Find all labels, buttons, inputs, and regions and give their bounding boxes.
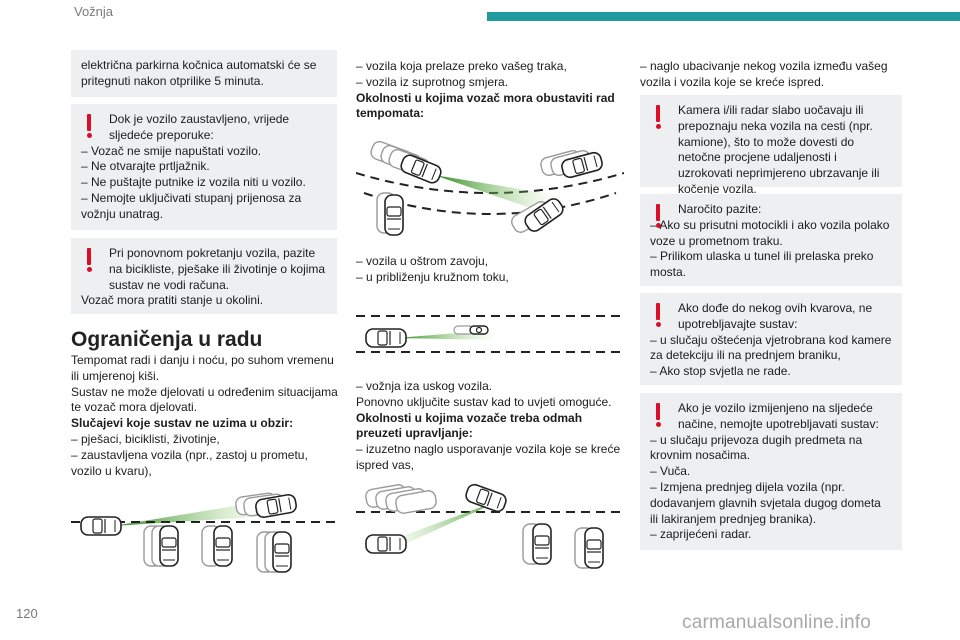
text-block-narrow: – vožnja iza uskog vozila. Ponovno uklju…: [356, 379, 624, 474]
warning-text: Ako dođe do nekog ovih kvarova, ne upotr…: [678, 301, 873, 331]
list-item: – vozila u oštrom zavoju,: [356, 254, 489, 268]
info-box-parking-brake: električna parkirna kočnica automatski ć…: [71, 50, 337, 97]
warning-box-attention: Naročito pazite: – Ako su prisutni motoc…: [640, 194, 902, 286]
warning-line: – u slučaju oštećenja vjetrobrana kod ka…: [650, 332, 892, 363]
text-block-cutin: – naglo ubacivanje nekog vozila između v…: [640, 59, 902, 91]
warning-text: Kamera i/ili radar slabo uočavaju ili pr…: [678, 103, 880, 196]
info-text: električna parkirna kočnica automatski ć…: [81, 58, 317, 88]
warning-box-restart: Pri ponovnom pokretanju vozila, pazite n…: [71, 238, 337, 314]
page-number: 120: [16, 606, 38, 621]
warning-icon: [655, 105, 661, 129]
text-block-crossing: – vozila koja prelaze preko vašeg traka,…: [356, 59, 624, 122]
warning-line: – u slučaju prijevoza dugih predmeta na …: [650, 432, 863, 463]
warning-line: – Prilikom ulaska u tunel ili prelaska p…: [650, 249, 874, 280]
warning-icon: [86, 114, 92, 138]
warning-text: Dok je vozilo zaustavljeno, vrijede slje…: [109, 112, 290, 142]
bold-heading: Okolnosti u kojima vozače treba odmah pr…: [356, 410, 583, 441]
warning-line: – Ako su prisutni motocikli i ako vozila…: [650, 217, 890, 248]
warning-icon: [655, 204, 661, 228]
header-accent-bar: [487, 12, 960, 21]
warning-line: – Vozač ne smije napuštati vozilo.: [81, 143, 262, 158]
watermark: carmanualsonline.info: [682, 612, 872, 633]
warning-box-detection: Kamera i/ili radar slabo uočavaju ili pr…: [640, 95, 902, 196]
illustration-sudden-braking: [356, 481, 624, 569]
text-block-limits: Tempomat radi i danju i noću, po suhom v…: [71, 353, 339, 479]
warning-line: – Nemojte uključivati stupanj prijenosa …: [81, 190, 302, 221]
warning-text: Naročito pazite:: [678, 202, 762, 216]
warning-icon: [655, 303, 661, 327]
warning-box-stopped-vehicle: Dok je vozilo zaustavljeno, vrijede slje…: [71, 104, 337, 230]
list-item: – vožnja iza uskog vozila.: [356, 379, 493, 393]
illustration-stopped-traffic: [71, 491, 339, 573]
list-item: – zaustavljena vozila (npr., zastoj u pr…: [71, 447, 308, 478]
list-item: – vozila koja prelaze preko vašeg traka,: [356, 59, 567, 73]
paragraph: Tempomat radi i danju i noću, po suhom v…: [71, 353, 334, 383]
warning-line: – Izmjena prednjeg dijela vozila (npr. d…: [650, 479, 881, 526]
warning-icon: [86, 248, 92, 272]
warning-text: Pri ponovnom pokretanju vozila, pazite n…: [109, 246, 326, 292]
warning-line: Vozač mora pratiti stanje u okolini.: [81, 293, 264, 308]
warning-line: – Ne puštajte putnike iz vozila niti u v…: [81, 175, 306, 190]
list-item: – vozila iz suprotnog smjera.: [356, 74, 509, 89]
warning-line: – Vuča.: [650, 464, 691, 479]
warning-text: Ako je vozilo izmijenjeno na sljedeće na…: [678, 401, 879, 431]
illustration-sharp-curve: [356, 139, 624, 236]
warning-line: – Ne otvarajte prtljažnik.: [81, 159, 210, 174]
bold-heading: Slučajevi koje sustav ne uzima u obzir:: [71, 416, 294, 431]
text-block-curve: – vozila u oštrom zavoju, – u približenj…: [356, 254, 624, 286]
paragraph: Ponovno uključite sustav kad to uvjeti o…: [356, 394, 612, 409]
list-item: – pješaci, biciklisti, životinje,: [71, 431, 220, 446]
list-item: – izuzetno naglo usporavanje vozila koje…: [356, 442, 621, 472]
warning-icon: [655, 403, 661, 427]
list-item: – naglo ubacivanje nekog vozila između v…: [640, 59, 888, 89]
section-heading: Ograničenja u radu: [71, 328, 263, 351]
warning-box-modifications: Ako je vozilo izmijenjeno na sljedeće na…: [640, 393, 902, 550]
illustration-narrow-vehicle: [356, 315, 624, 353]
warning-line: – zaprijećeni radar.: [650, 527, 752, 542]
paragraph: Sustav ne može djelovati u određenim sit…: [71, 384, 338, 415]
motorcycle-icon: [453, 325, 489, 335]
warning-box-faults: Ako dođe do nekog ovih kvarova, ne upotr…: [640, 293, 902, 385]
section-title: Vožnja: [74, 4, 114, 19]
bold-heading: Okolnosti u kojima vozač mora obustaviti…: [356, 90, 615, 121]
warning-line: – Ako stop svjetla ne rade.: [650, 364, 791, 379]
list-item: – u približenju kružnom toku,: [356, 269, 509, 284]
